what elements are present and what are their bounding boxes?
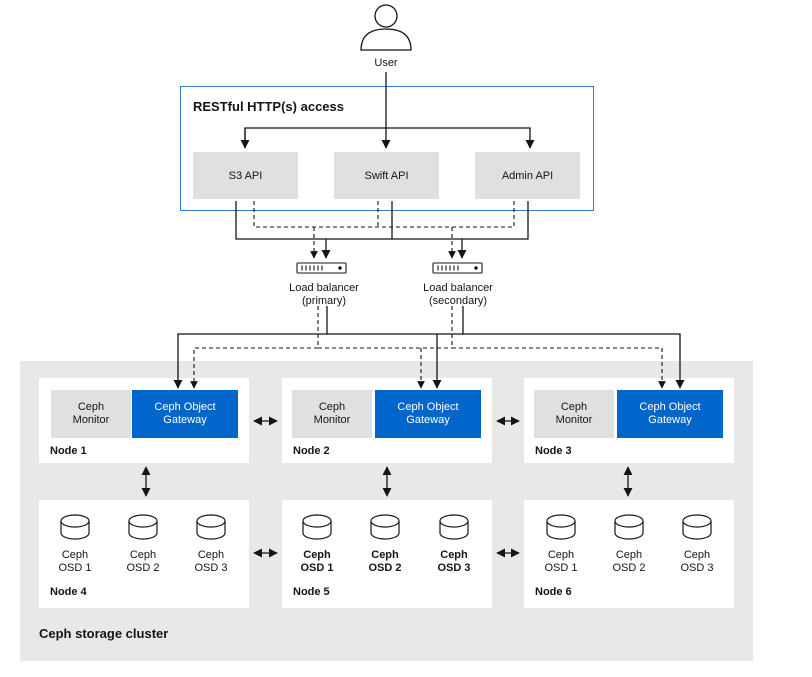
osd-label: Ceph OSD 1 (531, 549, 591, 575)
user-icon (360, 4, 412, 51)
osd-label-line2: OSD 1 (544, 562, 578, 574)
osd-label-line1: Ceph (303, 549, 331, 561)
admin-api: Admin API (475, 152, 580, 199)
disk-icon (682, 514, 712, 540)
osd-label-line1: Ceph (440, 549, 468, 561)
osd-label: Ceph OSD 2 (599, 549, 659, 575)
osd-label-line1: Ceph (61, 549, 89, 561)
osd-label: Ceph OSD 3 (181, 549, 241, 575)
disk-icon (370, 514, 400, 540)
node-2: Ceph Monitor Ceph Object Gateway Node 2 (282, 378, 492, 463)
lb-label-line2: (primary) (302, 295, 346, 307)
node-label: Node 1 (50, 445, 87, 457)
lb-label-line1: Load balancer (423, 282, 493, 294)
gateway-label-2: Gateway (648, 414, 692, 426)
node-3: Ceph Monitor Ceph Object Gateway Node 3 (524, 378, 734, 463)
load-balancer-primary-label: Load balancer (primary) (274, 282, 374, 308)
osd-label: Ceph OSD 2 (113, 549, 173, 575)
monitor-label-1: Ceph (318, 401, 346, 413)
disk-icon (439, 514, 469, 540)
gateway-label-1: Ceph Object (639, 401, 701, 413)
osd-label: Ceph OSD 1 (287, 549, 347, 575)
osd-label-line1: Ceph (371, 549, 399, 561)
node-link-arrows (141, 416, 633, 558)
gateway-label-1: Ceph Object (397, 401, 459, 413)
monitor-label-1: Ceph (77, 401, 105, 413)
osd-label-line1: Ceph (683, 549, 711, 561)
disk-icon (302, 514, 332, 540)
osd-label-line2: OSD 3 (680, 562, 714, 574)
ceph-object-gateway: Ceph Object Gateway (617, 390, 723, 438)
primary-lb-connector (235, 201, 529, 259)
osd-label: Ceph OSD 3 (667, 549, 727, 575)
osd-label: Ceph OSD 2 (355, 549, 415, 575)
lb-to-gateway-dashed (190, 306, 666, 389)
load-balancer-icon (296, 262, 347, 274)
osd-label-line1: Ceph (129, 549, 157, 561)
disk-icon (196, 514, 226, 540)
user-to-apis-connector (240, 72, 535, 149)
gateway-label-2: Gateway (406, 414, 450, 426)
monitor-label-2: Monitor (555, 414, 593, 426)
osd-label-line2: OSD 2 (368, 562, 402, 574)
osd-label-line1: Ceph (615, 549, 643, 561)
monitor-label-2: Monitor (72, 414, 110, 426)
osd-label-line2: OSD 1 (58, 562, 92, 574)
ceph-monitor: Ceph Monitor (534, 390, 614, 438)
osd-label-line2: OSD 2 (612, 562, 646, 574)
osd-label-line2: OSD 1 (300, 562, 334, 574)
monitor-label-2: Monitor (313, 414, 351, 426)
user-label: User (374, 57, 398, 69)
osd-label: Ceph OSD 1 (45, 549, 105, 575)
disk-icon (546, 514, 576, 540)
lb-label-line1: Load balancer (289, 282, 359, 294)
disk-icon (614, 514, 644, 540)
node-label: Node 2 (293, 445, 330, 457)
node-label: Node 6 (535, 586, 572, 598)
node-label: Node 5 (293, 586, 330, 598)
osd-disk-icons (60, 514, 712, 540)
restful-access-box (180, 86, 594, 211)
load-balancer-secondary-label: Load balancer (secondary) (408, 282, 508, 308)
disk-icon (128, 514, 158, 540)
osd-label-line2: OSD 3 (437, 562, 471, 574)
node-1: Ceph Monitor Ceph Object Gateway Node 1 (39, 378, 249, 463)
secondary-lb-connector (253, 201, 515, 259)
restful-access-title: RESTful HTTP(s) access (193, 99, 344, 114)
load-balancer-icon (432, 262, 483, 274)
ceph-object-gateway: Ceph Object Gateway (375, 390, 481, 438)
osd-label-line1: Ceph (547, 549, 575, 561)
node-label: Node 4 (50, 586, 87, 598)
ceph-monitor: Ceph Monitor (51, 390, 131, 438)
s3-api: S3 API (193, 152, 298, 199)
ceph-object-gateway: Ceph Object Gateway (132, 390, 238, 438)
ceph-monitor: Ceph Monitor (292, 390, 372, 438)
swift-api: Swift API (334, 152, 439, 199)
monitor-label-1: Ceph (560, 401, 588, 413)
osd-label-line2: OSD 2 (126, 562, 160, 574)
node-label: Node 3 (535, 445, 572, 457)
osd-label-line1: Ceph (197, 549, 225, 561)
gateway-label-2: Gateway (163, 414, 207, 426)
disk-icon (60, 514, 90, 540)
lb-to-gateway-solid (173, 306, 685, 389)
lb-label-line2: (secondary) (428, 295, 488, 307)
storage-cluster-title: Ceph storage cluster (39, 626, 169, 641)
gateway-label-1: Ceph Object (154, 401, 216, 413)
osd-label-line2: OSD 3 (194, 562, 228, 574)
osd-label: Ceph OSD 3 (424, 549, 484, 575)
